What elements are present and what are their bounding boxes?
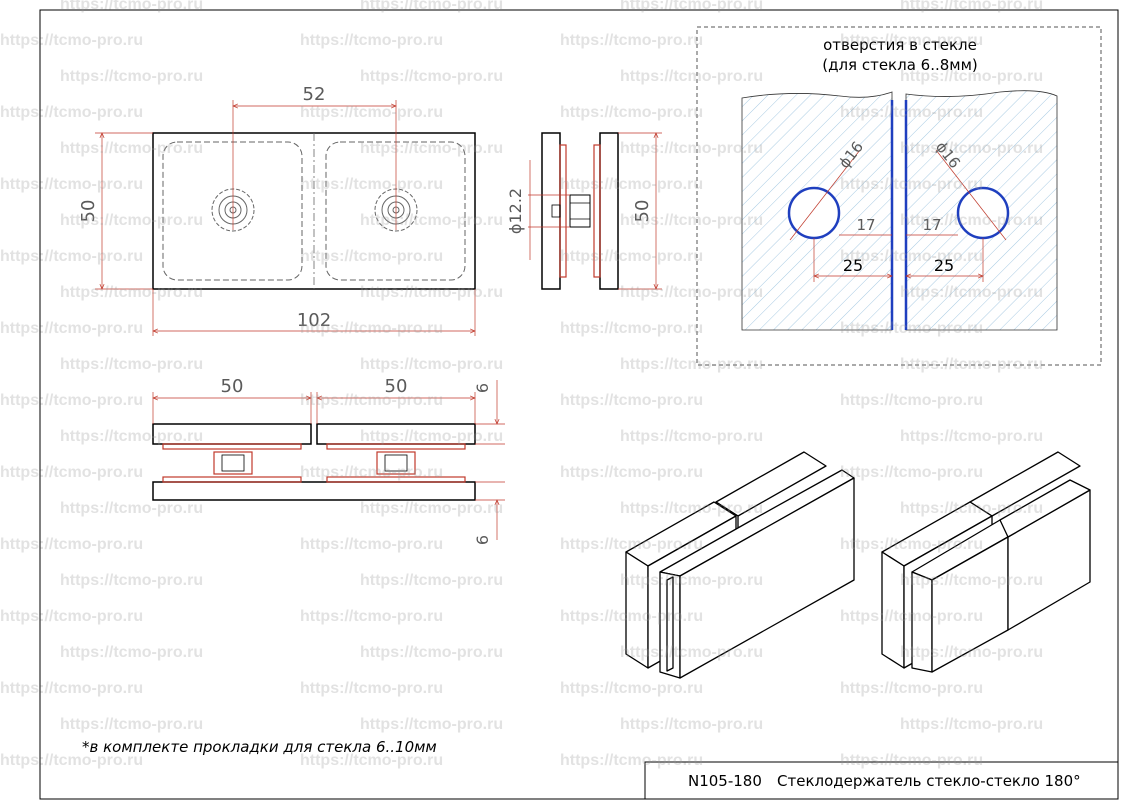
- drawing-code: N105-180: [688, 772, 762, 790]
- edge-dist-right: 17: [922, 216, 941, 234]
- gasket-note: *в комплекте прокладки для стекла 6..10м…: [82, 738, 437, 756]
- center-dist-left: 25: [843, 256, 863, 275]
- dim-thickness-bottom: 6: [473, 535, 492, 545]
- section-view: 50 50 6 6: [152, 376, 505, 545]
- glass-holes-panel: отверстия в стекле (для стекла 6..8мм) ϕ…: [696, 26, 1102, 366]
- sheet-frame: [39, 9, 1119, 800]
- hole-right: [956, 186, 1010, 240]
- dim-width-total: 102: [297, 310, 331, 331]
- dim-hole-spacing: 52: [303, 84, 326, 105]
- isometric-view-left: [625, 451, 855, 679]
- drawing-name: Стеклодержатель стекло-стекло 180°: [777, 772, 1081, 790]
- dim-height-right: 50: [632, 200, 653, 223]
- dim-half-left: 50: [221, 376, 244, 397]
- side-view: ϕ12.2 50: [506, 132, 662, 290]
- front-view: 52 50 102: [78, 84, 476, 336]
- dim-thickness-top: 6: [473, 383, 492, 393]
- isometric-view-right: [881, 451, 1091, 673]
- dim-height-left: 50: [78, 200, 99, 223]
- dim-half-right: 50: [385, 376, 408, 397]
- center-dist-right: 25: [934, 256, 954, 275]
- dim-bolt-diameter: ϕ12.2: [506, 188, 525, 234]
- glass-holes-title-2: (для стекла 6..8мм): [822, 56, 978, 74]
- hole-left: [787, 186, 841, 240]
- edge-dist-left: 17: [856, 216, 875, 234]
- title-block: N105-180 Стеклодержатель стекло-стекло 1…: [644, 761, 1119, 800]
- glass-holes-title-1: отверстия в стекле: [823, 36, 977, 54]
